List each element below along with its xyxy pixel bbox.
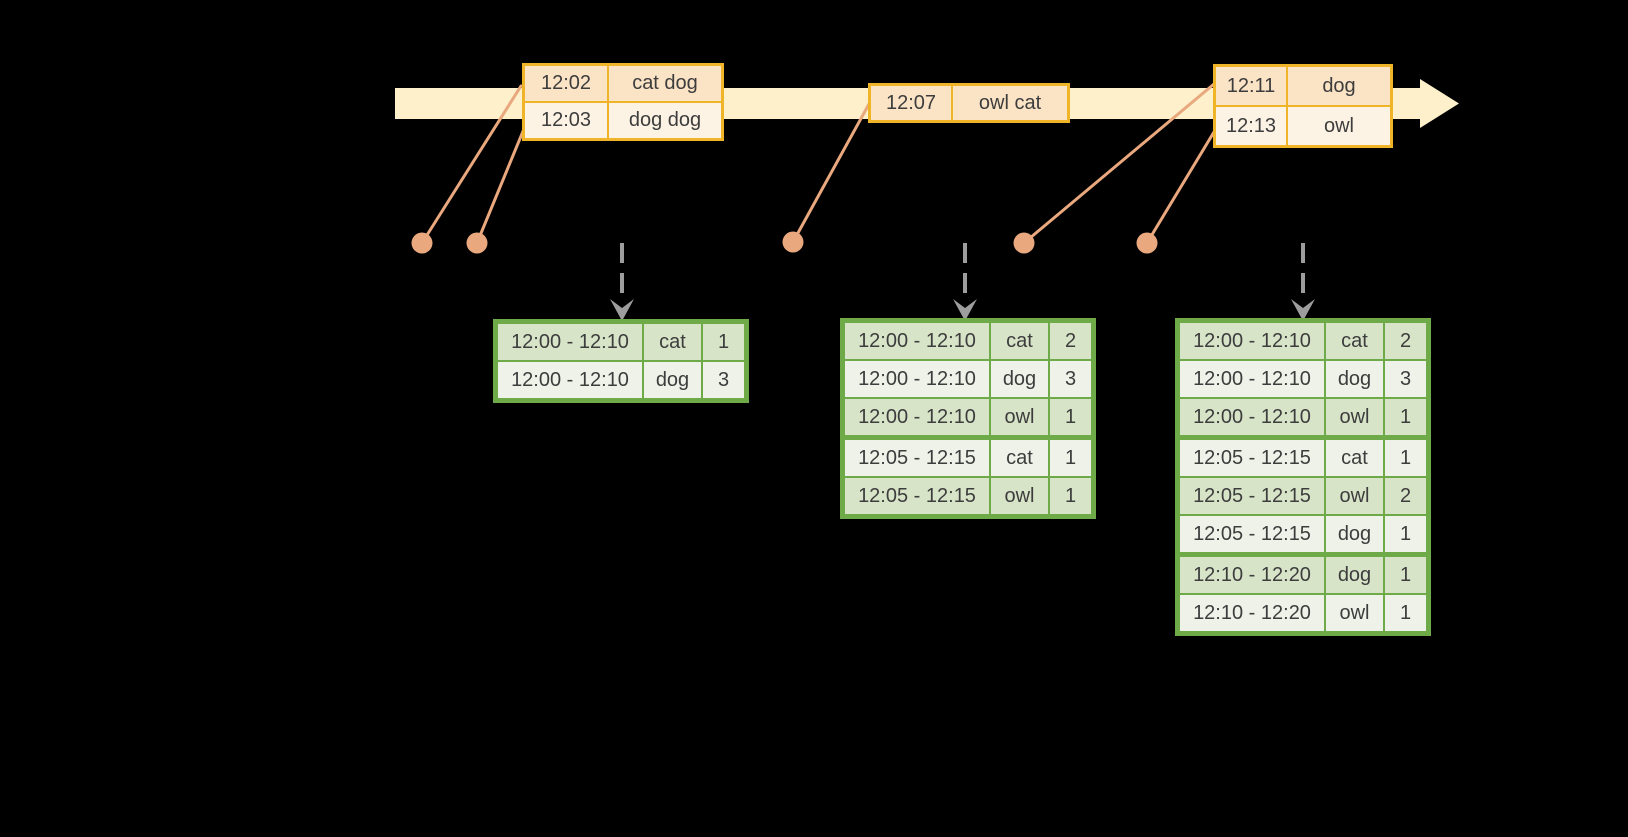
trigger-arrowhead-icon [953, 299, 977, 321]
window-cell: 12:00 - 12:10 [841, 359, 991, 399]
count-cell: 3 [1383, 359, 1430, 399]
word-cell: owl [989, 397, 1050, 439]
event-words-cell: owl [1286, 105, 1393, 148]
word-cell: owl [1324, 397, 1385, 439]
window-cell: 12:05 - 12:15 [1176, 435, 1326, 478]
result-row: 12:00 - 12:10 cat 1 [494, 320, 748, 362]
result-row: 12:00 - 12:10 cat 2 [1176, 319, 1430, 361]
result-row: 12:00 - 12:10 dog 3 [1176, 359, 1430, 399]
word-cell: dog [1324, 359, 1385, 399]
window-cell: 12:00 - 12:10 [1176, 319, 1326, 361]
event-row: 12:02 cat dog [522, 63, 724, 103]
count-cell: 1 [1048, 397, 1095, 439]
event-row: 12:03 dog dog [522, 101, 724, 141]
window-cell: 12:05 - 12:15 [841, 435, 991, 478]
result-table-1: 12:00 - 12:10 cat 1 12:00 - 12:10 dog 3 [493, 319, 749, 403]
result-row: 12:00 - 12:10 dog 3 [494, 360, 748, 402]
event-time-cell: 12:11 [1213, 64, 1288, 107]
event-words-cell: dog [1286, 64, 1393, 107]
result-row: 12:05 - 12:15 cat 1 [841, 435, 1095, 478]
count-cell: 1 [1383, 593, 1430, 635]
window-cell: 12:10 - 12:20 [1176, 593, 1326, 635]
count-cell: 2 [1048, 319, 1095, 361]
event-connector-line [791, 102, 871, 244]
count-cell: 1 [1048, 476, 1095, 518]
trigger-arrows [620, 243, 1305, 300]
event-words-cell: owl cat [951, 83, 1070, 123]
count-cell: 1 [1383, 552, 1430, 595]
word-cell: dog [989, 359, 1050, 399]
window-cell: 12:00 - 12:10 [841, 397, 991, 439]
event-connector-line [475, 122, 528, 245]
count-cell: 1 [1048, 435, 1095, 478]
event-dot-icon [1136, 232, 1158, 254]
event-dot-icon [411, 232, 433, 254]
event-time-cell: 12:13 [1213, 105, 1288, 148]
event-table-2: 12:07 owl cat [868, 83, 1070, 123]
word-cell: cat [989, 319, 1050, 361]
window-cell: 12:00 - 12:10 [1176, 359, 1326, 399]
result-row: 12:05 - 12:15 dog 1 [1176, 514, 1430, 556]
event-connector-line [1145, 125, 1219, 245]
word-cell: owl [1324, 593, 1385, 635]
event-words-cell: cat dog [607, 63, 724, 103]
count-cell: 1 [701, 320, 748, 362]
count-cell: 1 [1383, 397, 1430, 439]
event-dot-icon [782, 231, 804, 253]
word-cell: dog [1324, 552, 1385, 595]
window-cell: 12:05 - 12:15 [1176, 514, 1326, 556]
timeline-arrowhead-icon [1420, 79, 1459, 128]
count-cell: 1 [1383, 435, 1430, 478]
word-cell: dog [642, 360, 703, 402]
trigger-arrowheads [610, 299, 1315, 321]
event-table-1: 12:02 cat dog 12:03 dog dog [522, 63, 724, 141]
window-cell: 12:00 - 12:10 [841, 319, 991, 361]
event-connector-line [1022, 82, 1216, 245]
event-row: 12:11 dog [1213, 64, 1393, 107]
event-row: 12:07 owl cat [868, 83, 1070, 123]
count-cell: 2 [1383, 476, 1430, 516]
event-connector-line [420, 84, 523, 245]
result-row: 12:05 - 12:15 owl 2 [1176, 476, 1430, 516]
window-cell: 12:00 - 12:10 [1176, 397, 1326, 439]
word-cell: cat [989, 435, 1050, 478]
event-time-cell: 12:03 [522, 101, 609, 141]
result-row: 12:00 - 12:10 owl 1 [841, 397, 1095, 439]
window-cell: 12:05 - 12:15 [841, 476, 991, 518]
word-cell: owl [989, 476, 1050, 518]
window-cell: 12:10 - 12:20 [1176, 552, 1326, 595]
result-row: 12:10 - 12:20 owl 1 [1176, 593, 1430, 635]
result-row: 12:10 - 12:20 dog 1 [1176, 552, 1430, 595]
event-connector-lines [420, 82, 1219, 245]
result-row: 12:05 - 12:15 cat 1 [1176, 435, 1430, 478]
word-cell: cat [642, 320, 703, 362]
count-cell: 3 [1048, 359, 1095, 399]
result-row: 12:00 - 12:10 cat 2 [841, 319, 1095, 361]
event-table-3: 12:11 dog 12:13 owl [1213, 64, 1393, 148]
count-cell: 1 [1383, 514, 1430, 556]
event-time-cell: 12:02 [522, 63, 609, 103]
word-cell: dog [1324, 514, 1385, 556]
result-row: 12:00 - 12:10 owl 1 [1176, 397, 1430, 439]
result-row: 12:00 - 12:10 dog 3 [841, 359, 1095, 399]
event-time-cell: 12:07 [868, 83, 953, 123]
event-dot-icon [466, 232, 488, 254]
result-table-2: 12:00 - 12:10 cat 2 12:00 - 12:10 dog 3 … [840, 318, 1096, 519]
count-cell: 3 [701, 360, 748, 402]
event-dot-icon [1013, 232, 1035, 254]
event-dots [411, 231, 1158, 254]
count-cell: 2 [1383, 319, 1430, 361]
result-row: 12:05 - 12:15 owl 1 [841, 476, 1095, 518]
window-cell: 12:00 - 12:10 [494, 360, 644, 402]
window-cell: 12:05 - 12:15 [1176, 476, 1326, 516]
trigger-arrowhead-icon [610, 299, 634, 321]
event-words-cell: dog dog [607, 101, 724, 141]
word-cell: cat [1324, 319, 1385, 361]
word-cell: cat [1324, 435, 1385, 478]
window-cell: 12:00 - 12:10 [494, 320, 644, 362]
trigger-arrowhead-icon [1291, 299, 1315, 321]
word-cell: owl [1324, 476, 1385, 516]
event-row: 12:13 owl [1213, 105, 1393, 148]
result-table-3: 12:00 - 12:10 cat 2 12:00 - 12:10 dog 3 … [1175, 318, 1431, 636]
